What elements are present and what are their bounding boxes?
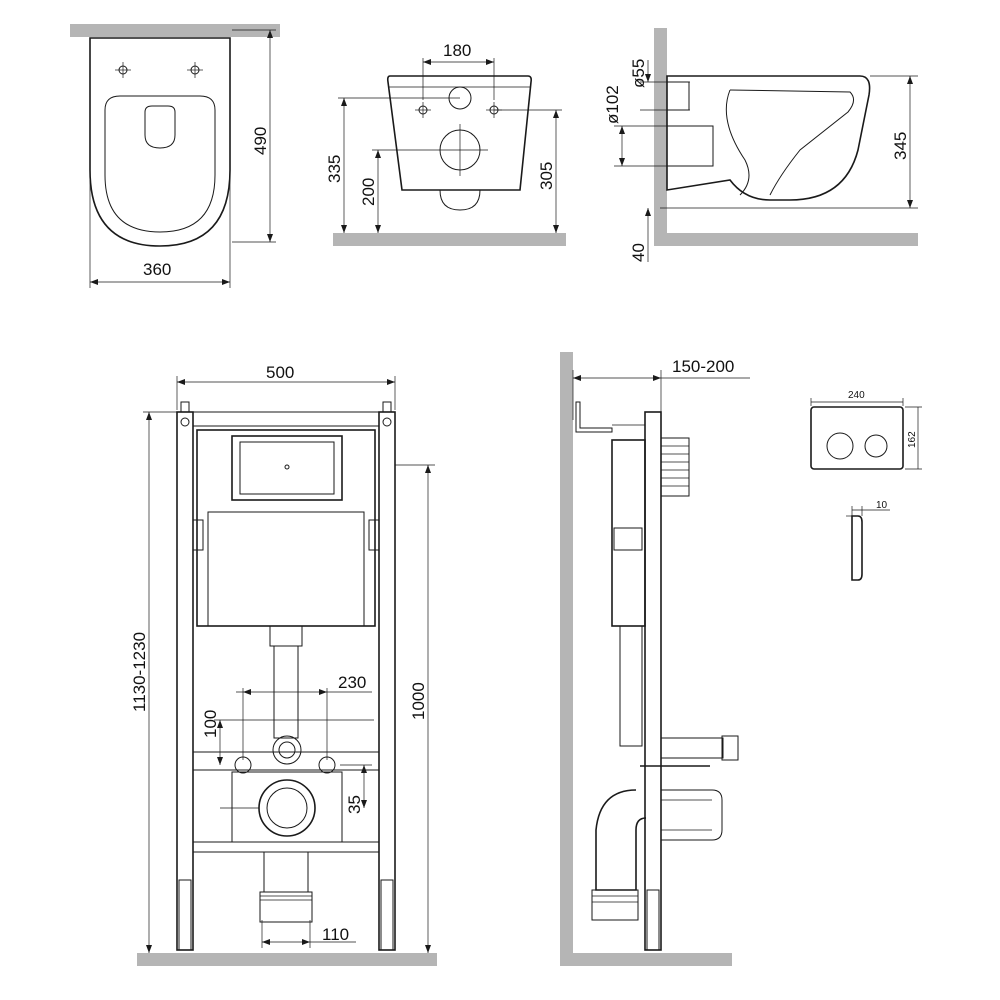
valve-block xyxy=(613,527,643,551)
wall-bracket xyxy=(575,401,613,433)
dim-label-d102: ø102 xyxy=(603,85,622,124)
dim-label-345: 345 xyxy=(891,132,910,160)
dim-label-40: 40 xyxy=(629,243,648,262)
side-view: ø55 ø102 345 40 xyxy=(603,28,918,262)
dim-label-110: 110 xyxy=(322,925,349,944)
top-view-wall xyxy=(70,24,280,37)
front-view-floor xyxy=(333,233,566,246)
seat-outline-top xyxy=(104,95,216,233)
dim-label-d55: ø55 xyxy=(629,59,648,88)
dim-label-1130-1230: 1130-1230 xyxy=(130,632,149,712)
dim-label-180: 180 xyxy=(443,41,471,60)
dim-label-1000: 1000 xyxy=(409,682,428,720)
outlet-stub-side xyxy=(666,125,714,167)
dim-label-335: 335 xyxy=(325,155,344,183)
cistern-profile xyxy=(611,439,646,627)
drain-pipe xyxy=(259,891,313,923)
dim-label-162: 162 xyxy=(907,431,918,448)
mount-hole-left xyxy=(115,62,131,78)
mount-hole-front-left xyxy=(415,102,431,118)
outlet-connector-side xyxy=(660,789,723,841)
dim-label-500: 500 xyxy=(266,363,294,382)
inlet-stub-side xyxy=(666,81,690,111)
dim-label-35: 35 xyxy=(345,795,364,814)
inlet-connector-side xyxy=(660,737,724,759)
flush-opening-top xyxy=(144,105,176,149)
dim-label-230: 230 xyxy=(338,673,366,692)
frame-floor xyxy=(137,953,437,966)
bowl-outline-top xyxy=(89,37,231,247)
side-view-floor xyxy=(654,233,918,246)
dim-label-305: 305 xyxy=(537,162,556,190)
bowl-outline-side xyxy=(666,75,871,201)
frame-side-floor xyxy=(560,953,732,966)
frame-upright-right xyxy=(378,411,396,951)
bowl-inner-side xyxy=(729,89,854,196)
dim-label-360: 360 xyxy=(143,260,171,279)
flush-button-large xyxy=(826,432,854,460)
mount-hole-right xyxy=(187,62,203,78)
frame-side-wall xyxy=(560,352,573,966)
flush-housing-side xyxy=(660,437,690,497)
front-view: 180 335 200 305 xyxy=(325,41,566,246)
frame-upright-left xyxy=(176,411,194,951)
cistern-body xyxy=(196,429,376,627)
frame-lower-rail xyxy=(192,841,380,853)
inlet-connector xyxy=(272,735,302,765)
dim-label-10: 10 xyxy=(876,500,888,511)
dim-label-200: 200 xyxy=(359,178,378,206)
flush-button-small xyxy=(864,434,888,458)
frame-side-upright xyxy=(644,411,662,951)
side-view-wall xyxy=(654,28,667,246)
top-view: 490 360 xyxy=(70,24,280,288)
flush-pipe-side xyxy=(619,625,643,747)
flush-opening xyxy=(231,435,343,501)
dim-label-490: 490 xyxy=(251,127,270,155)
frame-bolt-rail xyxy=(192,751,380,771)
flush-plate: 240 162 10 xyxy=(810,390,922,581)
drain-pipe-side xyxy=(591,889,639,921)
dim-label-150-200: 150-200 xyxy=(672,357,734,376)
frame-top-rail xyxy=(192,411,380,427)
bowl-outline-front xyxy=(386,75,532,191)
drain-bend xyxy=(595,789,647,891)
dim-label-100: 100 xyxy=(201,710,220,738)
flush-plate-side xyxy=(851,515,863,581)
flush-plate-front xyxy=(810,406,904,470)
bowl-foot-front xyxy=(439,189,481,211)
frame-front-view: 500 1130-1230 1000 230 100 35 xyxy=(130,363,437,966)
bowl-trap-side xyxy=(725,89,750,196)
dim-label-240: 240 xyxy=(848,390,865,401)
frame-side-view: 150-200 xyxy=(560,352,750,966)
